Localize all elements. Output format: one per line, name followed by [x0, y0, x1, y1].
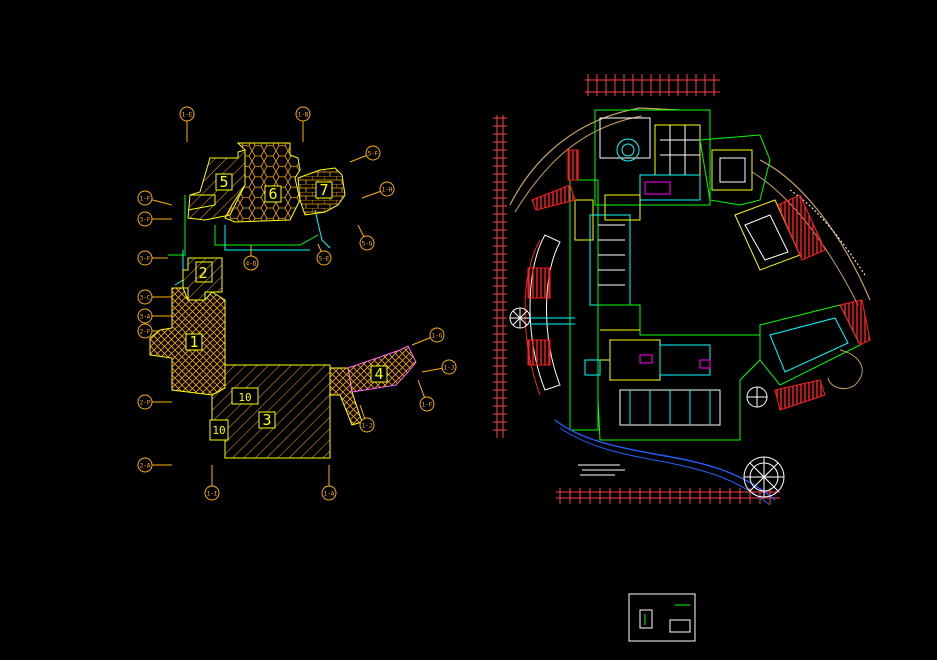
zone-label-10b: 10 [212, 424, 225, 437]
zone-label-7: 7 [315, 181, 333, 199]
grid-bubble-label: 5-E [319, 256, 330, 263]
grid-bubble-label: 1-J [444, 365, 455, 372]
grid-bubble: 1-F [137, 190, 173, 206]
svg-text:1: 1 [189, 333, 198, 351]
zone-labels: 1 2 3 4 5 6 7 10 10 [185, 173, 388, 437]
grid-bubble-label: 5-G [362, 241, 373, 248]
grid-bubble: 1-A [321, 465, 337, 501]
grid-bubble-label: 1-G [432, 333, 443, 340]
grid-bubble: 5-F [349, 145, 381, 163]
dimension-strings [496, 79, 780, 499]
south-lines [578, 464, 625, 476]
grid-bubble: 1-I [204, 465, 220, 501]
building-northeast [699, 134, 771, 206]
grid-bubble-label: 1-F [422, 402, 433, 409]
grid-bubble: 1-B [295, 106, 311, 142]
zone-label-4: 4 [370, 365, 388, 383]
grid-bubble-label: 1-J [362, 423, 373, 430]
zone-label-1: 1 [185, 333, 203, 351]
grid-bubble: 3-F [137, 250, 168, 266]
building-central [584, 304, 761, 441]
zone-label-2: 2 [198, 264, 207, 282]
svg-text:5: 5 [219, 173, 228, 191]
grid-bubble: 2-P [137, 394, 172, 410]
svg-text:3: 3 [262, 411, 271, 429]
grid-bubble-label: 4-D [246, 261, 257, 268]
grid-bubble: 4-D [243, 245, 259, 271]
grid-bubble: 5-G [357, 224, 375, 251]
svg-text:7: 7 [319, 181, 328, 199]
auditorium-west [509, 234, 575, 396]
parking-northwest [531, 184, 576, 211]
building-north [594, 109, 711, 206]
road-arc-east [759, 159, 871, 301]
grid-bubble-label: 1-E [182, 112, 193, 119]
zone-label-5: 5 [215, 173, 233, 191]
zone-label-10a: 10 [238, 391, 251, 404]
svg-text:6: 6 [268, 185, 277, 203]
grid-bubble: 2-A [137, 457, 172, 473]
grid-bubble-label: 2-A [140, 463, 151, 470]
grid-bubble: 1-F [417, 379, 435, 412]
svg-text:10: 10 [212, 424, 225, 437]
svg-text:4: 4 [374, 365, 383, 383]
grid-bubble-label: 2-P [140, 400, 151, 407]
court-block-east [734, 194, 826, 271]
legend-box [628, 593, 696, 642]
grid-bubble: 1-G [411, 327, 445, 346]
grid-bubble-label: 3-F [140, 256, 151, 263]
zone-label-6: 6 [264, 185, 282, 203]
grid-bubble-label: 1-H [382, 187, 393, 194]
grid-bubble-label: 1-F [140, 196, 151, 203]
zone-label-3: 3 [258, 411, 276, 429]
grid-bubble: 2-F [137, 323, 160, 339]
svg-text:2: 2 [198, 264, 207, 282]
building-west-spine [567, 149, 641, 431]
grid-bubble: 3-F [137, 211, 172, 227]
zone-10a-outline [231, 387, 259, 405]
round-plaza [743, 456, 785, 498]
grid-bubble-label: 3-C [140, 295, 151, 302]
grid-bubble-label: 1-B [298, 112, 309, 119]
grid-bubble-label: 2-F [140, 329, 151, 336]
grid-bubble: 1-E [179, 106, 195, 142]
building-east-wing [746, 299, 871, 411]
dimension-ticks [493, 74, 771, 504]
key-plan: 1 2 3 4 5 6 7 10 10 1-E 1-B 5-F 1-H 1-F 3-F 5-… [137, 106, 457, 501]
river [554, 419, 776, 501]
key-plan-connectors [168, 195, 331, 286]
grid-bubble: 3-C [137, 289, 172, 305]
grid-bubble: 1-H [361, 181, 395, 199]
zone-10b-outline [209, 419, 229, 441]
grid-bubble: 5-E [316, 243, 332, 266]
grid-bubble: 1-J [421, 359, 457, 375]
svg-text:10: 10 [238, 391, 251, 404]
grid-bubble: 3-A [137, 308, 172, 324]
grid-bubble: 1-J [359, 404, 375, 433]
grid-bubble-label: 3-A [140, 314, 151, 321]
grid-bubble-label: 3-F [140, 217, 151, 224]
grid-bubble-label: 1-I [207, 491, 218, 498]
site-plan [493, 74, 871, 506]
grid-bubble-label: 5-F [368, 151, 379, 158]
grid-bubble-label: 1-A [324, 491, 335, 498]
road-arc-north [509, 107, 681, 206]
